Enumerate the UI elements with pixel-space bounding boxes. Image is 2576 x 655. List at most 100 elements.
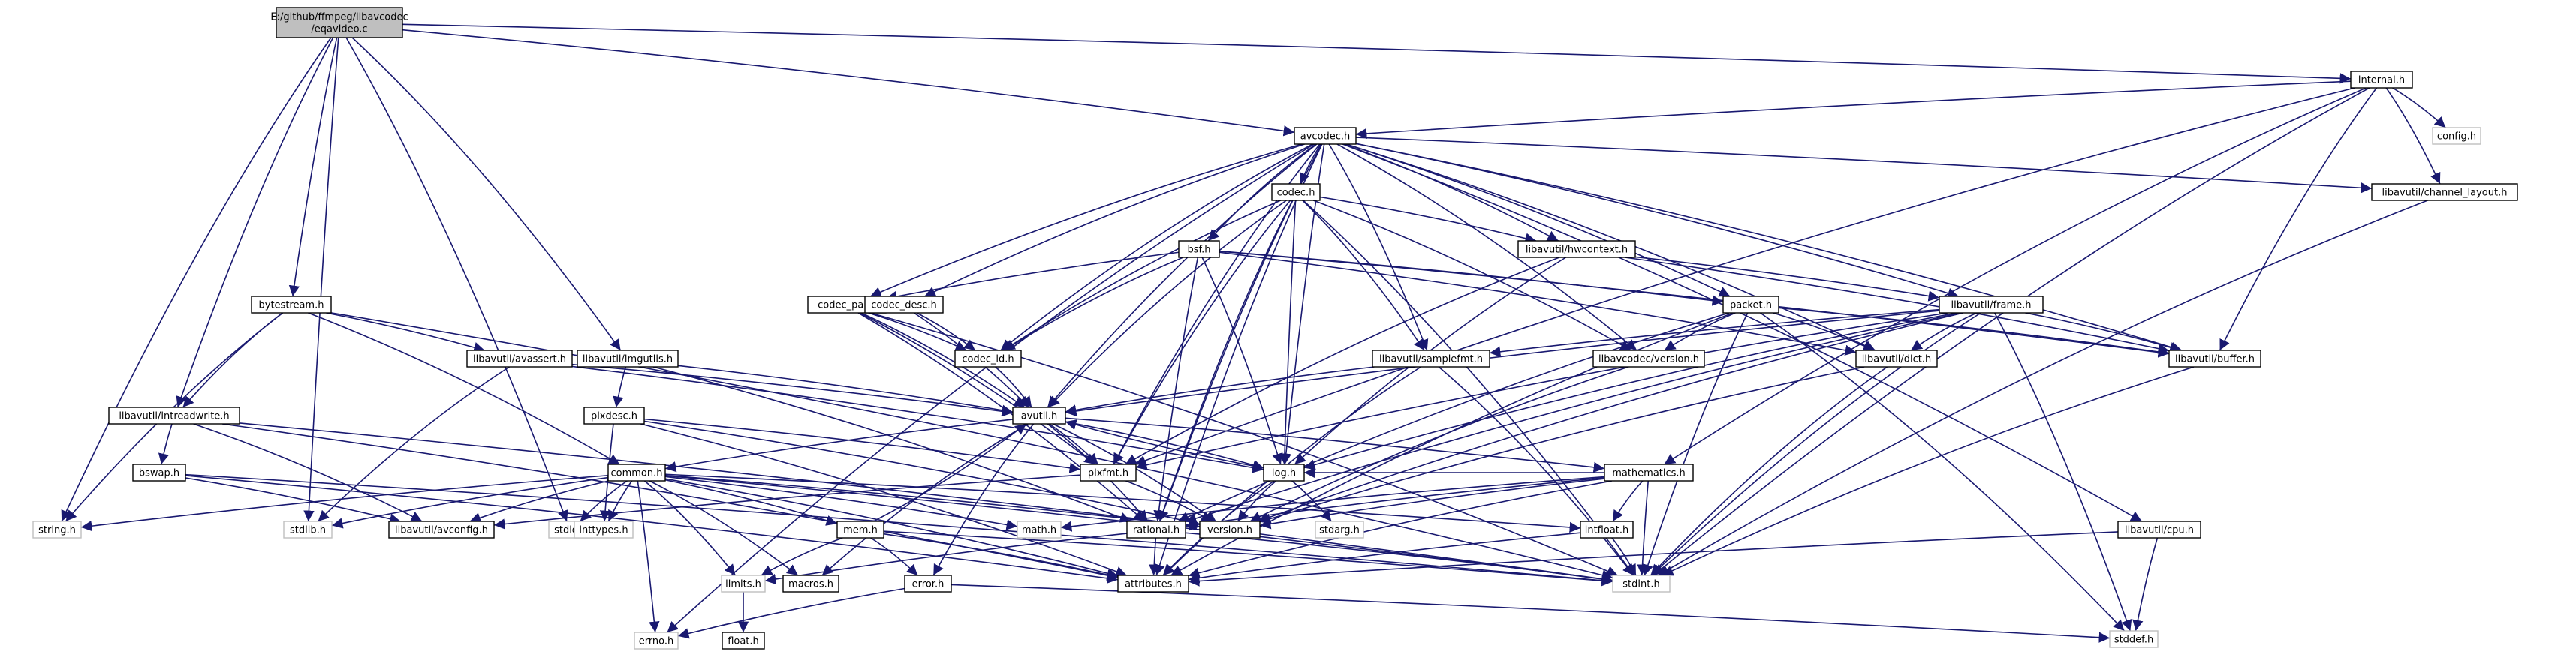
node-lavc-version[interactable]: libavcodec/version.h — [1592, 350, 1705, 368]
node-intfloat[interactable]: intfloat.h — [1580, 521, 1634, 539]
node-label: float.h — [728, 636, 759, 647]
node-config: config.h — [2432, 127, 2481, 145]
node-codec-desc[interactable]: codec_desc.h — [864, 296, 944, 314]
node-bsf[interactable]: bsf.h — [1178, 240, 1220, 258]
node-log[interactable]: log.h — [1263, 464, 1305, 482]
node-dict[interactable]: libavutil/dict.h — [1855, 350, 1938, 368]
edge-frame-to-stddef — [1993, 312, 2132, 632]
edge-avassert-to-stdlib — [318, 366, 510, 522]
node-box — [251, 296, 332, 314]
edge-hwcontext-to-frame — [1634, 256, 1940, 302]
edge-bytestream-to-avassert — [326, 312, 485, 353]
node-internal[interactable]: internal.h — [2350, 71, 2413, 89]
edge-frame-to-avutil — [1065, 310, 1940, 417]
edge-log-to-stdarg — [1291, 480, 1332, 522]
node-pixdesc[interactable]: pixdesc.h — [583, 407, 645, 425]
edge-mem-to-stdint — [883, 530, 1613, 587]
node-box — [1939, 296, 2044, 314]
edge-cpu-to-stddef — [2132, 537, 2159, 632]
node-pixfmt[interactable]: pixfmt.h — [1080, 464, 1137, 482]
node-label: version.h — [1207, 525, 1252, 536]
node-label: libavutil/dict.h — [1862, 354, 1932, 365]
node-label: stdarg.h — [1319, 525, 1360, 536]
node-bswap[interactable]: bswap.h — [132, 464, 186, 482]
node-mem[interactable]: mem.h — [836, 521, 884, 539]
node-cpu[interactable]: libavutil/cpu.h — [2117, 521, 2201, 539]
edge-common-to-limits — [644, 480, 737, 576]
node-box — [2371, 183, 2518, 201]
node-label: bytestream.h — [259, 300, 324, 311]
node-packet[interactable]: packet.h — [1722, 296, 1779, 314]
node-hwcontext[interactable]: libavutil/hwcontext.h — [1517, 240, 1636, 258]
edge-bsf-to-codec_par — [885, 251, 1180, 302]
node-root[interactable]: E:/github/ffmpeg/libavcodec/eqavideo.c — [270, 7, 408, 38]
edge-codec_id-to-avutil — [995, 366, 1032, 408]
edge-channel_layout-to-stdint — [1658, 200, 2428, 576]
node-box — [132, 464, 186, 482]
node-error[interactable]: error.h — [904, 575, 952, 593]
node-codec-id[interactable]: codec_id.h — [954, 350, 1022, 368]
node-rational[interactable]: rational.h — [1126, 521, 1186, 539]
node-box — [1315, 521, 1364, 539]
edge-packet-to-rational — [1177, 312, 1730, 522]
node-stddef: stddef.h — [2109, 630, 2159, 648]
node-box — [904, 575, 952, 593]
edge-avcodec-to-hwcontext — [1343, 143, 1559, 242]
edge-hwcontext-to-buffer — [1624, 257, 2170, 354]
node-box — [1199, 521, 1261, 539]
node-box — [954, 350, 1022, 368]
node-box — [2432, 127, 2481, 145]
dependency-edges — [61, 23, 2446, 643]
node-frame[interactable]: libavutil/frame.h — [1939, 296, 2044, 314]
node-box — [388, 521, 495, 539]
edge-mathematics-to-version — [1259, 478, 1605, 530]
node-version[interactable]: version.h — [1199, 521, 1261, 539]
node-samplefmt[interactable]: libavutil/samplefmt.h — [1372, 350, 1490, 368]
node-avcodec[interactable]: avcodec.h — [1294, 127, 1357, 145]
node-intreadwrite[interactable]: libavutil/intreadwrite.h — [108, 407, 240, 425]
edge-mathematics-to-attributes — [1188, 480, 1613, 578]
node-box — [32, 521, 82, 539]
node-box — [466, 350, 573, 368]
edge-rational-to-limits — [764, 533, 1128, 585]
node-buffer[interactable]: libavutil/buffer.h — [2168, 350, 2261, 368]
edge-imgutils-to-avutil — [677, 365, 1014, 416]
edge-internal-to-pixfmt — [1134, 87, 2355, 466]
node-channel-layout[interactable]: libavutil/channel_layout.h — [2371, 183, 2518, 201]
node-box — [1517, 240, 1636, 258]
edge-avcodec-to-codec_par — [869, 143, 1303, 298]
node-attributes[interactable]: attributes.h — [1117, 575, 1189, 593]
edge-pixfmt-to-avconfig — [493, 474, 1081, 530]
node-box — [283, 521, 333, 539]
node-avassert[interactable]: libavutil/avassert.h — [466, 350, 573, 368]
edge-lavc_version-to-version — [1249, 366, 1629, 522]
node-label: stdlib.h — [290, 525, 326, 536]
node-label: libavutil/hwcontext.h — [1526, 245, 1628, 256]
node-macros[interactable]: macros.h — [782, 575, 839, 593]
edge-avcodec-to-log — [1280, 143, 1325, 465]
node-box — [1271, 183, 1321, 201]
node-float[interactable]: float.h — [722, 632, 765, 650]
edge-common-to-avconfig — [469, 480, 609, 524]
node-label: stddef.h — [2114, 635, 2153, 646]
node-label: libavcodec/version.h — [1598, 354, 1699, 365]
edge-mem-to-avutil — [872, 423, 1027, 522]
node-mathematics[interactable]: mathematics.h — [1604, 464, 1694, 482]
edge-dict-to-version — [1259, 366, 1865, 524]
node-avconfig[interactable]: libavutil/avconfig.h — [388, 521, 495, 539]
edge-codec_desc-to-codec_id — [916, 312, 976, 351]
node-bytestream[interactable]: bytestream.h — [251, 296, 332, 314]
node-box — [1117, 575, 1189, 593]
edge-internal-to-stdint — [1653, 87, 2370, 576]
node-imgutils[interactable]: libavutil/imgutils.h — [577, 350, 679, 368]
node-avutil[interactable]: avutil.h — [1012, 407, 1066, 425]
edge-root-to-stdlib — [303, 37, 339, 522]
edge-codec-to-stdint — [1303, 200, 1634, 576]
node-box — [1294, 127, 1357, 145]
node-codec[interactable]: codec.h — [1271, 183, 1321, 201]
node-label: stdint.h — [1622, 579, 1659, 590]
edge-codec-to-rational — [1158, 200, 1294, 522]
node-common[interactable]: common.h — [607, 464, 666, 482]
node-box — [1012, 407, 1066, 425]
node-box — [782, 575, 839, 593]
